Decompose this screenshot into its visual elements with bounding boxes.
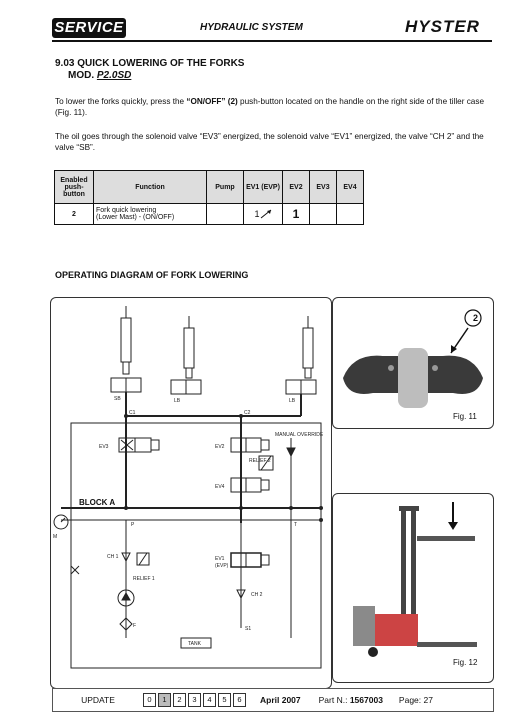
fig-11-caption: Fig. 11 [453, 412, 477, 421]
cell-ev2: 1 [282, 203, 310, 225]
paragraph-2: The oil goes through the solenoid valve … [55, 132, 484, 152]
update-box-3: 3 [188, 693, 201, 707]
cell-button: 2 [54, 203, 94, 225]
paragraph-1-text-a: To lower the forks quickly, press the [55, 97, 187, 106]
function-table: Enabled push-button Function Pump EV1 (E… [54, 170, 364, 225]
label-relief-1: RELIEF 1 [133, 576, 155, 582]
label-tank: TANK [188, 641, 202, 647]
label-sb: SB [114, 396, 121, 402]
table-header-row: Enabled push-button Function Pump EV1 (E… [54, 170, 364, 204]
brand-logo: HYSTER [405, 17, 480, 36]
update-box-0: 0 [143, 693, 156, 707]
label-manual-override: MANUAL OVERRIDE [275, 432, 324, 438]
th-ev2: EV2 [282, 170, 310, 204]
label-ev1: EV1 [215, 556, 225, 562]
label-relief-2: RELIEF 2 [249, 458, 271, 464]
paragraph-1: To lower the forks quickly, press the “O… [55, 96, 495, 118]
cell-ev1: 1 [243, 203, 283, 225]
header-divider [52, 40, 492, 42]
th-ev1: EV1 (EVP) [243, 170, 283, 204]
label-ch1: CH 1 [107, 554, 119, 560]
section-title: 9.03 QUICK LOWERING OF THE FORKS [55, 58, 245, 69]
label-m: M [53, 534, 57, 540]
part-label: Part N.: [318, 695, 348, 705]
table-row: 2 Fork quick lowering(Lower Mast) - (ON/… [54, 203, 364, 225]
label-p: P [131, 522, 135, 528]
service-badge: SERVICE [52, 18, 126, 38]
label-block-a: BLOCK A [79, 498, 115, 507]
paragraph-1-bold: “ON/OFF” (2) [186, 97, 238, 106]
tiller-handle-illustration [343, 309, 483, 408]
section-model: MOD. P2.0SD [68, 70, 131, 81]
model-name: P2.0SD [96, 70, 132, 81]
label-ev3: EV3 [99, 444, 109, 450]
cell-ev4 [336, 203, 364, 225]
label-s: S1 [245, 626, 251, 632]
label-lb-2: LB [289, 398, 296, 404]
th-button: Enabled push-button [54, 170, 94, 204]
page-footer: UPDATE 0 1 2 3 4 5 6 April 2007 Part N.:… [52, 688, 494, 712]
cell-pump [206, 203, 244, 225]
model-prefix: MOD. [68, 70, 95, 81]
update-label: UPDATE [81, 695, 115, 705]
callout-number: 2 [473, 313, 479, 323]
label-c1: C1 [129, 410, 136, 416]
figure-12: Fig. 12 [332, 493, 494, 683]
th-ev3: EV3 [309, 170, 337, 204]
paragraph-1-text-b: push-button located on the handle on the… [55, 97, 485, 117]
update-box-2: 2 [173, 693, 186, 707]
stacker-truck-illustration [353, 502, 477, 657]
label-ev4: EV4 [215, 484, 225, 490]
fig-12-caption: Fig. 12 [453, 658, 478, 667]
label-ch2: CH 2 [251, 592, 263, 598]
footer-date: April 2007 [260, 695, 301, 705]
label-c2: C2 [244, 410, 251, 416]
ev1-value: 1 [254, 208, 260, 219]
cell-function: Fork quick lowering(Lower Mast) - (ON/OF… [93, 203, 207, 225]
part-number: Part N.: 1567003 [319, 695, 383, 705]
label-ev2: EV2 [215, 444, 225, 450]
label-evp: (EVP) [215, 563, 229, 569]
th-pump: Pump [206, 170, 244, 204]
header-title: HYDRAULIC SYSTEM [200, 22, 303, 33]
label-t: T [294, 522, 297, 528]
page-number: Page: 27 [398, 695, 433, 705]
cell-ev3 [309, 203, 337, 225]
function-line-2: (Lower Mast) - (ON/OFF) [96, 214, 175, 221]
th-ev4: EV4 [336, 170, 364, 204]
label-lb-1: LB [174, 398, 181, 404]
update-box-5: 5 [218, 693, 231, 707]
label-f: F [133, 623, 136, 629]
figure-11: 2 Fig. 11 [332, 297, 494, 429]
update-box-4: 4 [203, 693, 216, 707]
part-value: 1567003 [349, 695, 383, 705]
update-box-1: 1 [158, 693, 171, 707]
th-function: Function [93, 170, 207, 204]
function-line-1: Fork quick lowering [96, 207, 157, 214]
arrow-icon [260, 209, 271, 219]
hydraulic-schematic: SB LB LB C1 C2 EV3 EV2 MANUAL OVERRIDE R… [53, 306, 324, 669]
hydraulic-diagram: SB LB LB C1 C2 EV3 EV2 MANUAL OVERRIDE R… [50, 297, 332, 689]
diagram-title: OPERATING DIAGRAM OF FORK LOWERING [55, 270, 249, 280]
update-box-6: 6 [233, 693, 246, 707]
